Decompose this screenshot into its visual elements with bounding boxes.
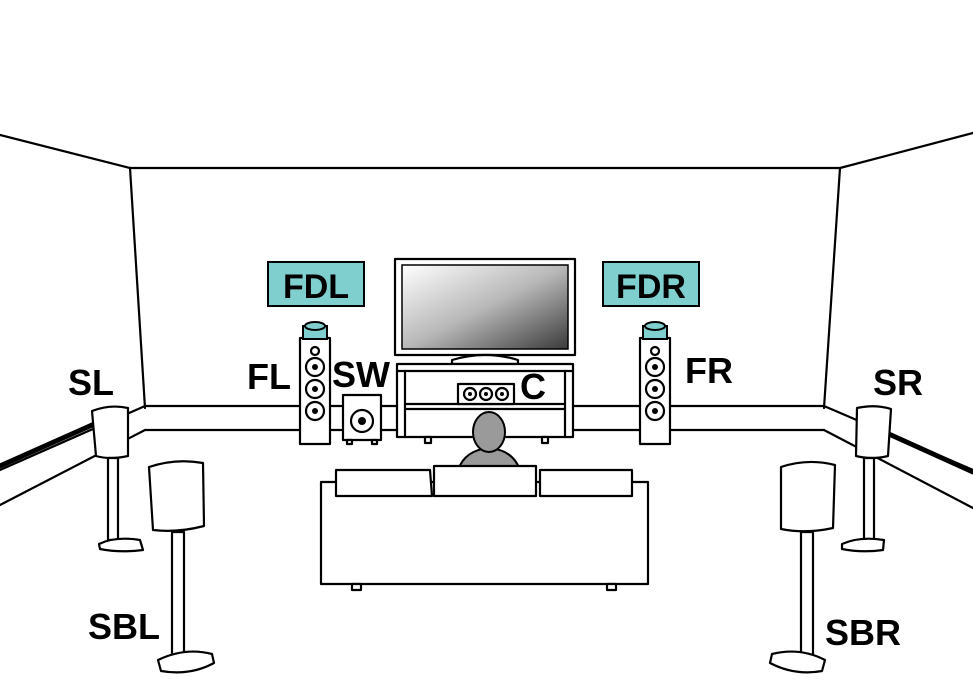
sbl-label: SBL [88,606,160,647]
sbr-label: SBR [825,612,901,653]
sr-label: SR [873,362,923,403]
sw-label: SW [332,354,390,395]
front-left-speaker [298,321,332,446]
surround-right-speaker [840,405,893,553]
fdl-label-box: FDL [267,261,365,307]
subwoofer [341,393,383,446]
fr-label: FR [685,350,733,391]
fdr-label-box: FDR [602,261,700,307]
fdr-label: FDR [616,268,686,306]
surround-back-left-speaker [147,460,216,674]
listener [456,411,522,471]
center-speaker [456,382,516,406]
front-right-speaker [638,321,672,446]
tv [393,257,577,366]
fdl-label: FDL [283,268,349,306]
sl-label: SL [68,362,114,403]
surround-back-right-speaker [768,460,837,674]
surround-left-speaker [90,405,145,553]
sofa [319,464,650,592]
c-label: C [520,366,546,407]
fl-label: FL [247,356,291,397]
